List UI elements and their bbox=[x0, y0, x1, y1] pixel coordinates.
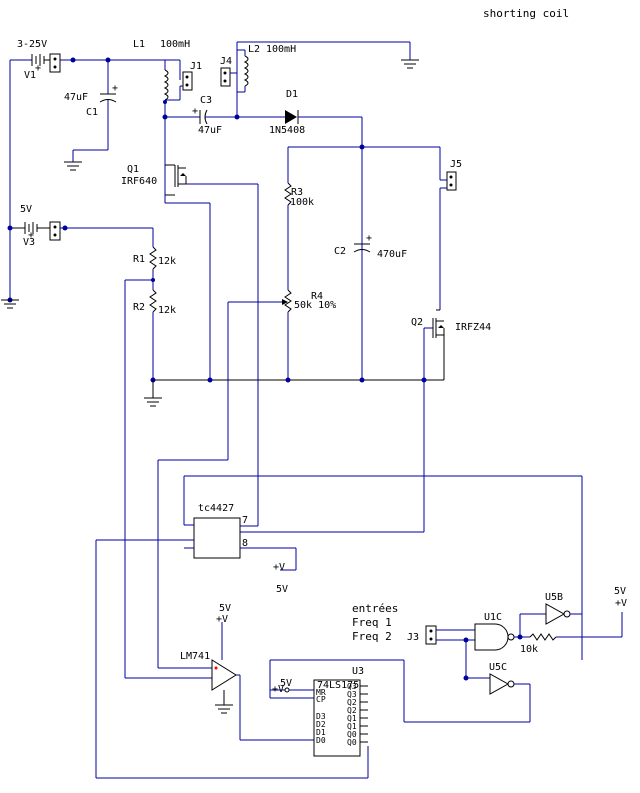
u3-pin-mr: MR bbox=[316, 688, 326, 697]
l2-name: L2 bbox=[248, 44, 260, 55]
r1-value: 12k bbox=[158, 256, 176, 267]
svg-text:+: + bbox=[35, 63, 41, 74]
inductor-l1 bbox=[162, 60, 169, 195]
svg-text:+: + bbox=[112, 83, 118, 94]
op-5v: 5V bbox=[219, 603, 231, 614]
capacitor-c3 bbox=[165, 109, 237, 125]
input-freq1: Freq 1 bbox=[352, 616, 392, 629]
resistor-gate bbox=[529, 612, 623, 641]
nand-u1c bbox=[474, 613, 546, 651]
c2-name: C2 bbox=[334, 246, 346, 257]
l2-value: 100mH bbox=[266, 44, 296, 55]
u3-5v: 5V bbox=[280, 678, 292, 689]
capacitor-c2 bbox=[353, 243, 371, 253]
connector-j3 bbox=[425, 625, 490, 681]
u3-pin-q3n: Q3 bbox=[347, 682, 357, 691]
u3-pin-q3: Q3 bbox=[347, 690, 357, 699]
v3-value: 5V bbox=[20, 204, 32, 215]
c2-value: 470uF bbox=[377, 249, 407, 260]
r2-name: R2 bbox=[133, 302, 145, 313]
mosfet-q2 bbox=[240, 309, 445, 533]
q1-name: Q1 bbox=[127, 164, 139, 175]
gate-resistor-value: 10k bbox=[520, 644, 538, 655]
u3-part: 74LS175 bbox=[317, 680, 359, 691]
lm741-label: LM741 bbox=[180, 651, 210, 662]
battery-v1 bbox=[9, 53, 61, 300]
inverter-u5b bbox=[545, 603, 582, 625]
u3-pin-d0: D0 bbox=[316, 736, 326, 745]
diagram-title: shorting coil bbox=[483, 7, 569, 20]
u3-plus-v: +V bbox=[272, 684, 284, 695]
u3-pin-q2: Q2 bbox=[347, 706, 357, 715]
ground-bus bbox=[144, 377, 444, 407]
right-5v: 5V bbox=[614, 586, 626, 597]
capacitor-c1 bbox=[64, 60, 117, 171]
inverter-u5c bbox=[489, 673, 515, 695]
u3-pin-cp: CP bbox=[316, 695, 326, 704]
r4-name: R4 bbox=[311, 291, 323, 302]
resistor-r3 bbox=[284, 147, 292, 290]
diode-d1 bbox=[237, 110, 365, 380]
svg-text:+: + bbox=[366, 233, 372, 244]
d1-name: D1 bbox=[286, 89, 298, 100]
u3-pin-d1: D1 bbox=[316, 728, 326, 737]
r3-name: R3 bbox=[291, 187, 303, 198]
u5b-name: U5B bbox=[545, 592, 563, 603]
v3-name: V3 bbox=[23, 237, 35, 248]
battery-v3 bbox=[1, 221, 153, 309]
r2-value: 12k bbox=[158, 305, 176, 316]
u3-pin-d3: D3 bbox=[316, 712, 326, 721]
mosfet-q1 bbox=[164, 164, 259, 526]
inputs-title: entrées bbox=[352, 602, 398, 615]
c1-value: 47uF bbox=[64, 92, 88, 103]
r3-value: 100k bbox=[290, 197, 314, 208]
r4-value: 50k 10% bbox=[294, 300, 336, 311]
q1-part: IRF640 bbox=[121, 176, 157, 187]
l1-value: 100mH bbox=[160, 39, 190, 50]
opamp-lm741 bbox=[211, 622, 314, 741]
potentiometer-r4 bbox=[157, 289, 292, 669]
ic-tc4427 bbox=[95, 475, 583, 779]
d1-part: 1N5408 bbox=[269, 125, 305, 136]
tc4427-pin8: 8 bbox=[242, 538, 248, 549]
j5-label: J5 bbox=[450, 159, 462, 170]
connector-j1 bbox=[165, 59, 193, 101]
connector-j4 bbox=[220, 67, 237, 87]
v1-value: 3-25V bbox=[17, 39, 47, 50]
svg-text:+: + bbox=[28, 230, 34, 241]
v1-name: V1 bbox=[24, 70, 36, 81]
c3-name: C3 bbox=[200, 95, 212, 106]
u1c-name: U1C bbox=[484, 612, 502, 623]
op-plus-v: +V bbox=[216, 614, 228, 625]
j1-label: J1 bbox=[190, 61, 202, 72]
tc4427-pin7: 7 bbox=[242, 515, 248, 526]
u5c-name: U5C bbox=[489, 662, 507, 673]
c3-value: 47uF bbox=[198, 125, 222, 136]
u3-pin-q1: Q1 bbox=[347, 722, 357, 731]
c1-name: C1 bbox=[86, 107, 98, 118]
j4-label: J4 bbox=[220, 56, 232, 67]
u3-pin-d2: D2 bbox=[316, 720, 326, 729]
svg-text:+: + bbox=[192, 106, 198, 117]
q2-name: Q2 bbox=[411, 317, 423, 328]
input-freq2: Freq 2 bbox=[352, 630, 392, 643]
ic-74ls175 bbox=[269, 659, 531, 757]
tc-plus-v: +V bbox=[273, 562, 285, 573]
u3-name: U3 bbox=[352, 666, 364, 677]
q2-part: IRFZ44 bbox=[455, 322, 491, 333]
right-plus-v: +V bbox=[615, 598, 627, 609]
u3-pin-q1n: Q1 bbox=[347, 714, 357, 723]
connector-j5 bbox=[439, 171, 457, 310]
u3-pin-q0n: Q0 bbox=[347, 730, 357, 739]
tc4427-label: tc4427 bbox=[198, 503, 234, 514]
resistor-r2 bbox=[124, 278, 212, 679]
inductor-l2 bbox=[234, 41, 419, 120]
l1-name: L1 bbox=[133, 39, 145, 50]
r1-name: R1 bbox=[133, 254, 145, 265]
u3-pin-q0: Q0 bbox=[347, 738, 357, 747]
tc-5v: 5V bbox=[276, 584, 288, 595]
u3-pin-q2n: Q2 bbox=[347, 698, 357, 707]
j3-label: J3 bbox=[407, 632, 419, 643]
